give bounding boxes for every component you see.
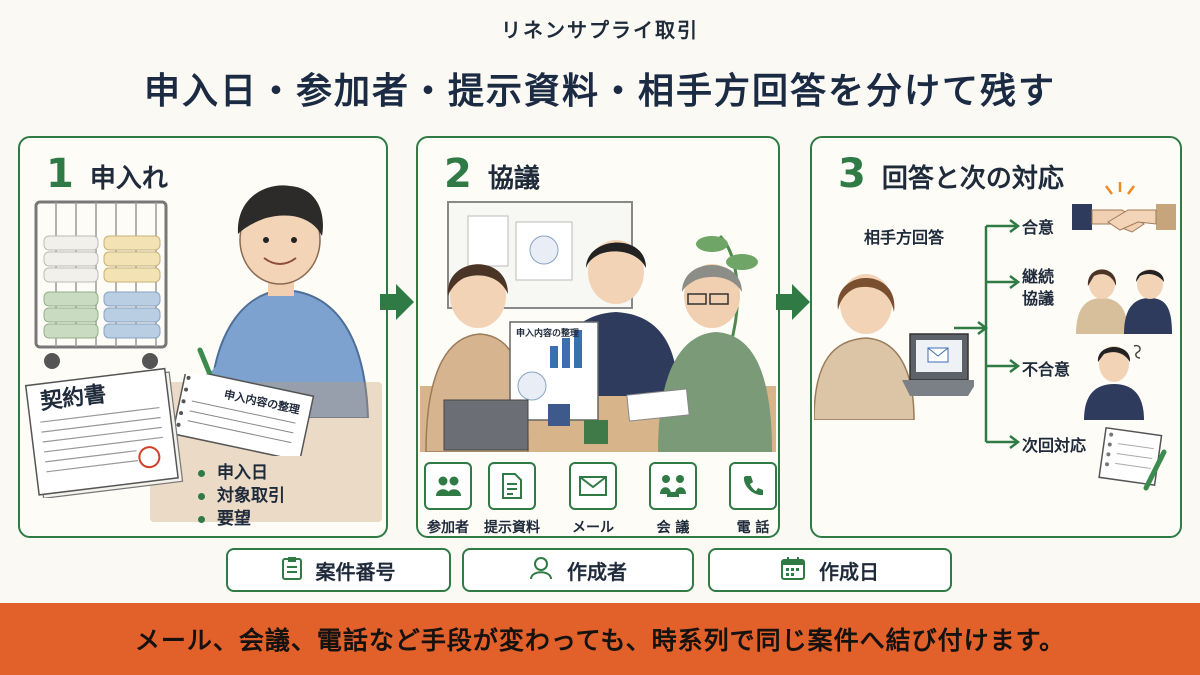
outcome-continue-label: 継続 協議 <box>1022 267 1055 308</box>
calendar-icon <box>781 556 805 584</box>
field-author: 作成者 <box>462 548 694 592</box>
mail-icon <box>569 462 617 510</box>
channel-phone: 電 話 <box>722 462 784 537</box>
field-case-number: 案件番号 <box>226 548 451 592</box>
meeting-icon <box>649 462 697 510</box>
channel-label: メール <box>572 520 614 536</box>
user-icon <box>529 556 553 584</box>
clipboard-icon <box>281 556 302 584</box>
field-label: 作成日 <box>819 559 879 584</box>
field-created-date: 作成日 <box>708 548 952 592</box>
respondent-illustration <box>814 274 974 420</box>
step3-number: 3 <box>838 151 866 197</box>
linen-cart-illustration <box>34 200 168 369</box>
bullet-item: 要望 <box>198 508 285 531</box>
response-label: 相手方回答 <box>864 228 945 247</box>
channel-label: 参加者 <box>427 520 469 536</box>
report-title: 申入内容の整理 <box>516 329 580 339</box>
channel-meeting: 会 議 <box>642 462 704 537</box>
channel-participants: 参加者 <box>417 462 479 537</box>
flow-arrow-icon <box>380 284 414 320</box>
outcome-next-action-label: 次回対応 <box>1022 436 1087 455</box>
notebook-illustration <box>171 374 315 456</box>
phone-icon <box>729 462 777 510</box>
flow-arrow-icon <box>776 284 810 320</box>
outcome-agree-label: 合意 <box>1022 218 1055 237</box>
bullet-icon <box>198 516 205 523</box>
outcome-disagree-label: 不合意 <box>1022 360 1071 379</box>
step1-title: 申入れ <box>89 164 168 194</box>
bullet-icon <box>198 493 205 500</box>
channel-label: 提示資料 <box>484 520 540 536</box>
meeting-illustration <box>420 201 776 452</box>
notebook-icon <box>1098 426 1167 491</box>
channel-label: 電 話 <box>736 520 770 536</box>
branch-connector <box>954 219 1021 449</box>
bullet-icon <box>198 470 205 477</box>
disagree-person-icon <box>1084 344 1144 420</box>
field-label: 作成者 <box>567 559 627 584</box>
channel-documents: 提示資料 <box>481 462 543 537</box>
step3-title: 回答と次の対応 <box>881 164 1064 194</box>
field-label: 案件番号 <box>315 559 396 584</box>
footer-banner: メール、会議、電話など手段が変わっても、時系列で同じ案件へ結び付けます。 <box>0 603 1200 675</box>
contract-document-illustration <box>24 367 184 498</box>
people-icon <box>424 462 472 510</box>
document-icon <box>488 462 536 510</box>
page-title: 申入日・参加者・提示資料・相手方回答を分けて残す <box>143 71 1056 112</box>
channel-mail: メール <box>562 462 624 537</box>
bullet-item: 申入日 <box>198 462 285 485</box>
discussion-icon <box>1076 269 1172 334</box>
step1-number: 1 <box>46 151 74 197</box>
banner-text: メール、会議、電話など手段が変わっても、時系列で同じ案件へ結び付けます。 <box>134 626 1066 655</box>
step2-number: 2 <box>444 151 472 197</box>
step1-bullet-list: 申入日 対象取引 要望 <box>198 462 285 531</box>
bullet-item: 対象取引 <box>198 485 285 508</box>
channel-label: 会 議 <box>656 520 690 536</box>
step2-title: 協議 <box>487 164 540 194</box>
worker-illustration <box>197 185 370 418</box>
subtitle: リネンサプライ取引 <box>501 18 699 42</box>
handshake-icon <box>1072 182 1176 233</box>
